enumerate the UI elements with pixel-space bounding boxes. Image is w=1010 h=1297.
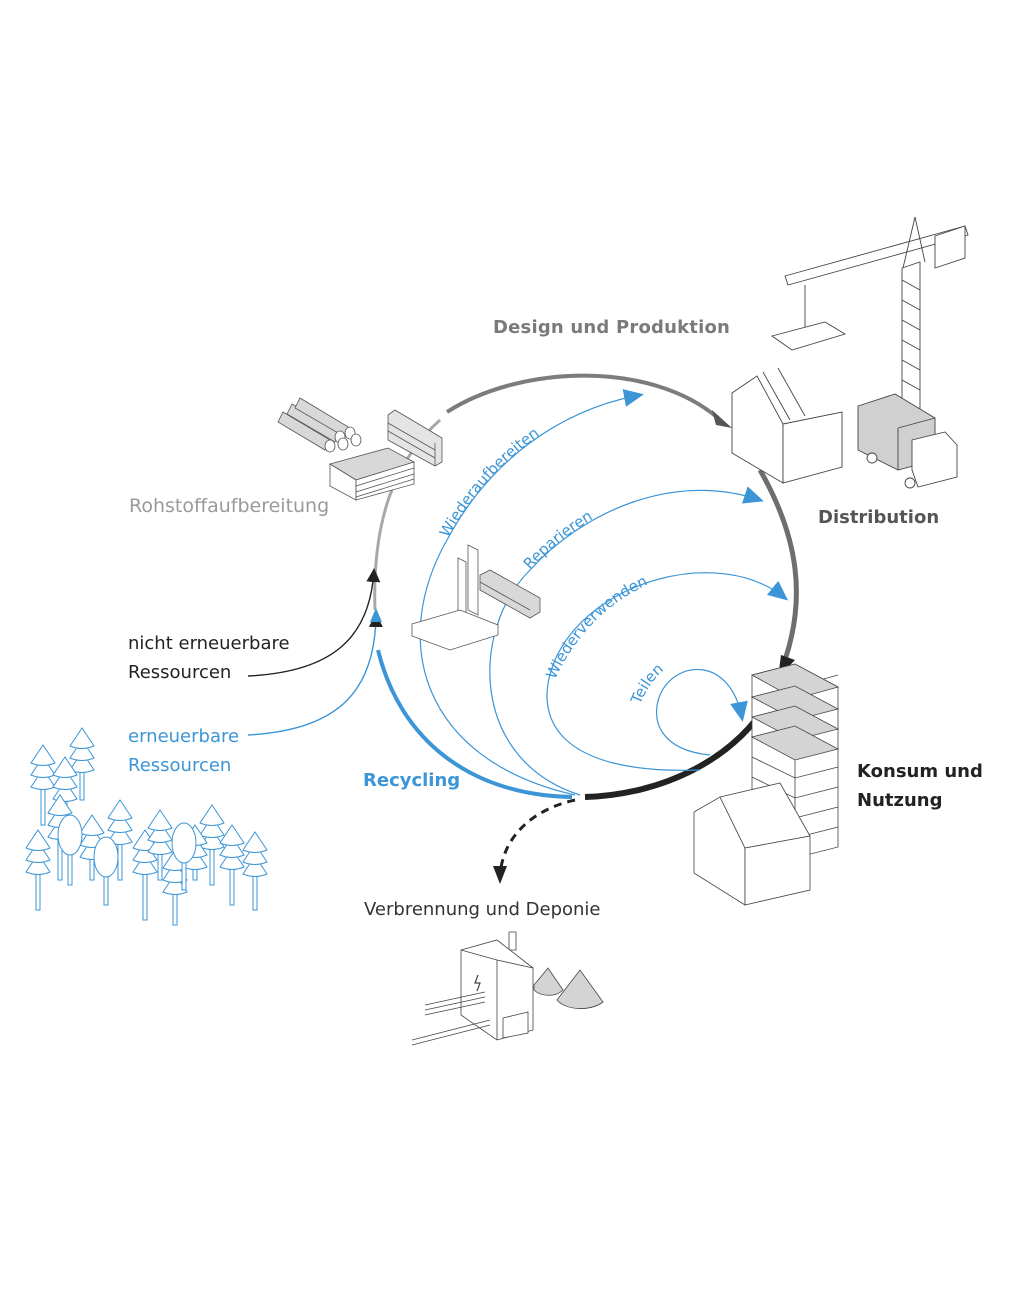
conifer-tree <box>25 829 51 911</box>
loop-reparieren <box>489 486 764 796</box>
label-non-renewable-line1: nicht erneuerbare <box>128 633 290 654</box>
conifer-tree <box>219 824 245 906</box>
nonrenewable-flow-arrow <box>247 568 381 677</box>
ring-arrow-design <box>712 410 732 428</box>
stage-label-raw-materials: Rohstoffaufbereitung <box>129 495 330 517</box>
disposal-flow-arrow <box>498 798 576 881</box>
stage-label-consumption-line1: Konsum und <box>857 761 983 782</box>
loop-label-teilen: Teilen <box>627 660 667 708</box>
stage-label-consumption-line2: Nutzung <box>857 790 943 811</box>
deciduous-tree <box>93 836 119 906</box>
stage-label-disposal: Verbrennung und Deponie <box>364 899 601 920</box>
ring-segment-distribution <box>757 468 799 661</box>
loop-teilen <box>656 668 748 756</box>
loop-label-wiederverwenden: Wiederverwenden <box>542 572 650 682</box>
conifer-tree <box>69 727 95 801</box>
loop-wiederverwenden <box>546 572 789 771</box>
crane-truck-warehouse-icon <box>731 216 969 489</box>
resource-inflows <box>247 568 383 736</box>
label-renewable-line2: Ressourcen <box>128 755 232 776</box>
deciduous-tree <box>57 814 83 886</box>
conifer-tree <box>132 829 158 921</box>
renewable-flow-arrow <box>247 613 383 736</box>
stage-label-consumption: Konsum und Nutzung <box>857 757 983 815</box>
stage-label-recycling: Recycling <box>363 770 461 791</box>
label-renewable-line1: erneuerbare <box>128 726 240 747</box>
stage-label-distribution: Distribution <box>818 507 940 528</box>
ring-segment-design <box>445 373 720 420</box>
stage-label-design: Design und Produktion <box>493 317 731 338</box>
deciduous-tree <box>171 822 197 891</box>
conifer-tree <box>147 809 173 881</box>
conifer-tree <box>107 799 133 881</box>
conifer-tree <box>199 804 225 886</box>
conifer-tree <box>30 744 56 826</box>
label-non-renewable-resources: nicht erneuerbare Ressourcen <box>128 629 290 687</box>
label-renewable-resources: erneuerbare Ressourcen <box>128 722 239 780</box>
ring-segment-recycling <box>376 649 573 799</box>
ring-segment-consumption <box>584 688 778 800</box>
loop-label-wiederaufbereiten: Wiederaufbereiten <box>436 424 543 540</box>
building-house-icon <box>693 663 840 906</box>
conifer-tree <box>242 831 268 911</box>
loop-label-reparieren: Reparieren <box>520 507 596 573</box>
label-non-renewable-line2: Ressourcen <box>128 662 232 683</box>
forest-icon <box>25 727 268 926</box>
incinerator-landfill-icon <box>411 931 604 1046</box>
raw-material-stacks-icon <box>277 397 443 501</box>
loop-wiederaufbereiten <box>419 389 644 796</box>
components-stack-icon <box>410 544 541 651</box>
conifer-tree <box>162 849 188 926</box>
